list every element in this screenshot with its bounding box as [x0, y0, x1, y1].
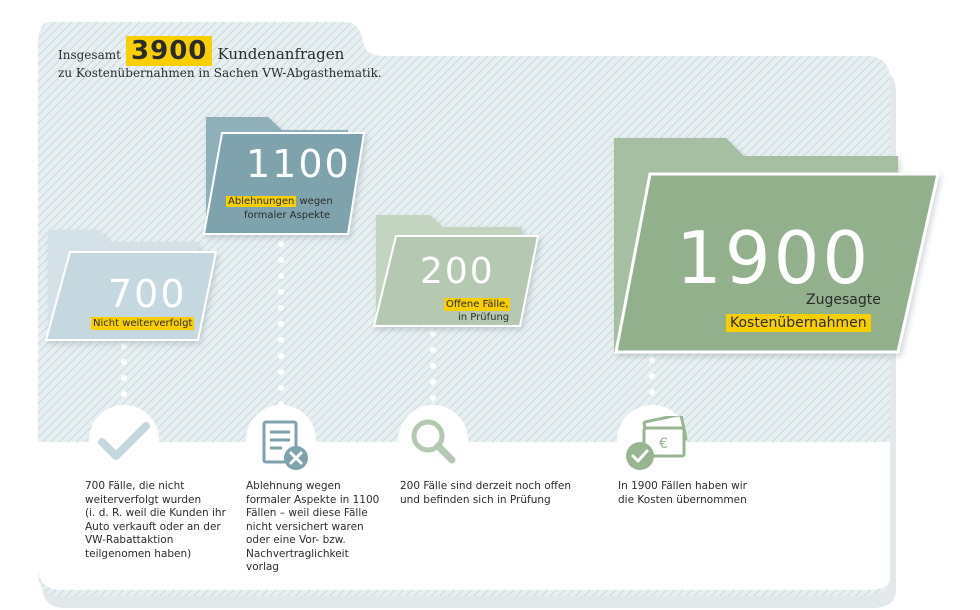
- description-200: 200 Fälle sind derzeit noch offen und be…: [400, 480, 600, 507]
- headline-total: 3900: [126, 36, 213, 66]
- headline-title: Kundenanfragen: [217, 45, 345, 63]
- checkmark-icon: [98, 422, 150, 460]
- description-line: 200 Fälle sind derzeit noch offen: [400, 480, 571, 492]
- svg-text:€: €: [659, 436, 668, 452]
- description-line: Nachvertraglichkeit: [246, 547, 349, 560]
- headline-subtitle: zu Kostenübernahmen in Sachen VW-Abgasth…: [58, 66, 382, 80]
- document-reject-icon: [262, 420, 308, 470]
- description-line: formaler Aspekte in 1100: [246, 493, 380, 506]
- folder-700-label: Nicht weiterverfolgt: [91, 317, 195, 330]
- folder-1900-value: 1900: [676, 216, 872, 300]
- folder-200-label-rest: in Prüfung: [458, 312, 510, 323]
- folder-1100-label-line1: Ablehnungen wegen: [226, 195, 333, 208]
- description-line: 700 Fälle, die nicht: [85, 480, 185, 492]
- headline-prefix: Insgesamt: [58, 48, 121, 62]
- description-line: (i. d. R. weil die Kunden ihr: [85, 507, 226, 519]
- description-1100: Ablehnung wegen formaler Aspekte in 1100…: [246, 480, 396, 575]
- folder-700-value: 700: [108, 272, 187, 316]
- description-line: teilgenomen haben): [85, 547, 192, 560]
- description-line: Auto verkauft oder an der: [85, 520, 221, 533]
- folder-1100-label-highlight: Ablehnungen: [226, 196, 297, 207]
- description-line: VW-Rabattaktion: [85, 534, 174, 546]
- folder-1100-value: 1100: [246, 142, 351, 186]
- folder-200-value: 200: [420, 251, 495, 292]
- description-line: die Kosten übernommen: [618, 493, 747, 506]
- folder-200-label-highlight: Offene Fälle,: [444, 298, 511, 311]
- description-line: oder eine Vor- bzw.: [246, 534, 346, 546]
- folder-1900-label-highlight: Kostenübernahmen: [726, 314, 871, 332]
- money-check-icon: €: [626, 416, 688, 470]
- description-line: nicht versichert waren: [246, 520, 364, 533]
- description-band: [38, 442, 890, 590]
- description-line: vorlag: [246, 561, 279, 573]
- description-line: Ablehnung wegen: [246, 480, 341, 492]
- description-700: 700 Fälle, die nicht weiterverfolgt wurd…: [85, 480, 235, 561]
- headline: Insgesamt 3900 Kundenanfragen: [58, 36, 344, 66]
- description-line: und befinden sich in Prüfung: [400, 493, 551, 506]
- magnifier-icon: [411, 419, 456, 464]
- description-line: In 1900 Fällen haben wir: [618, 480, 747, 492]
- description-1900: In 1900 Fällen haben wir die Kosten über…: [618, 480, 798, 507]
- folder-1100-label-line2: formaler Aspekte: [244, 210, 331, 221]
- description-line: weiterverfolgt wurden: [85, 493, 202, 506]
- description-line: Fällen – weil diese Fälle: [246, 507, 368, 519]
- folder-1900-label-line1: Zugesagte: [806, 292, 881, 308]
- folder-1900: [614, 138, 940, 354]
- folder-1100-label-rest: wegen: [299, 196, 333, 207]
